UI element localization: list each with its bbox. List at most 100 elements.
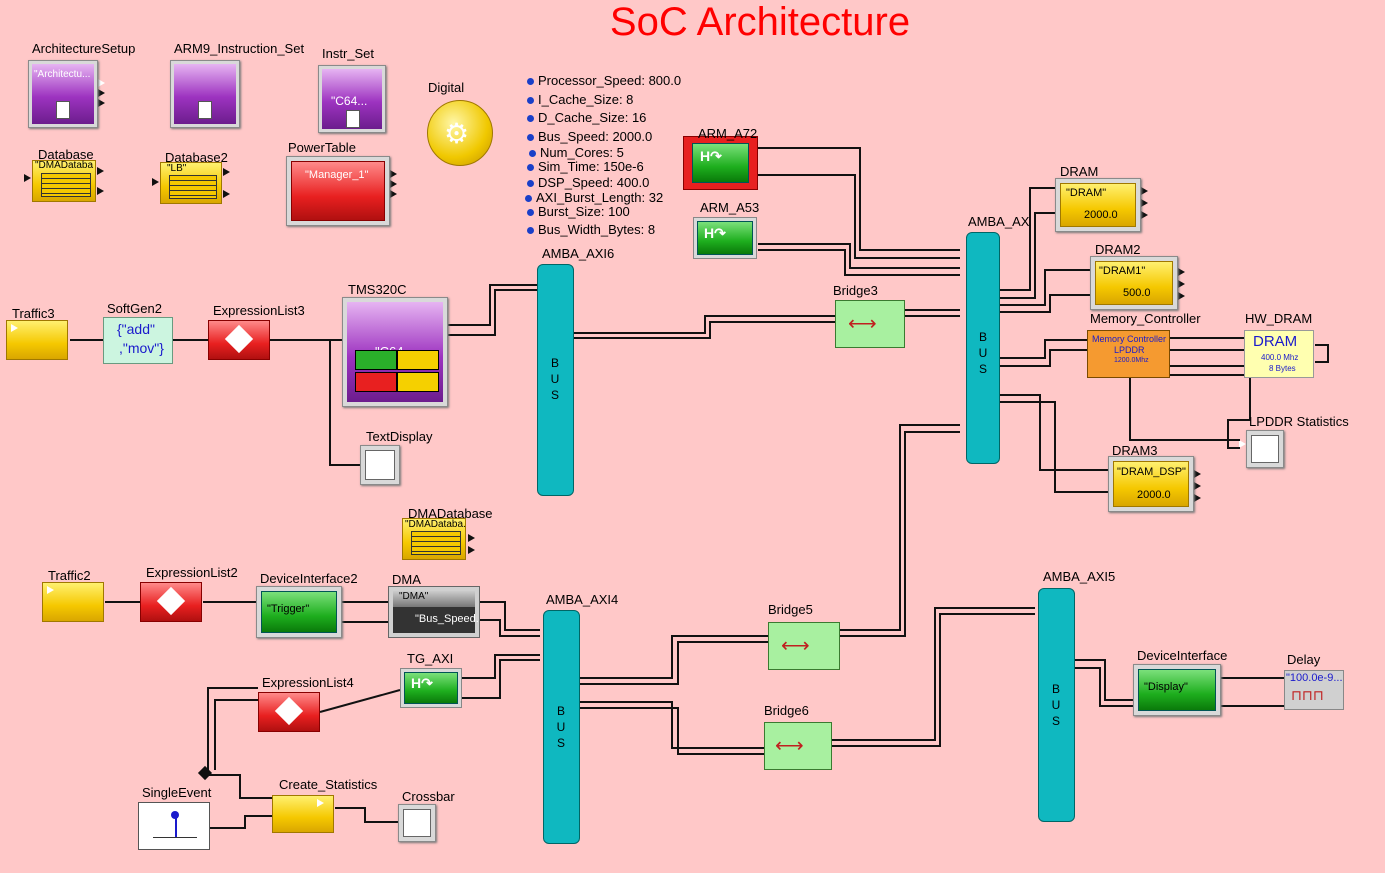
dram3-block[interactable]: "DRAM_DSP" 2000.0 bbox=[1108, 456, 1194, 512]
output-port-icon[interactable] bbox=[98, 99, 105, 107]
bidirectional-arrow-icon: ⟷ bbox=[781, 635, 810, 657]
tms320c-block[interactable]: "C64... bbox=[342, 297, 448, 407]
hw-arrow-icon: H↷ bbox=[700, 148, 722, 164]
lpddr-statistics-block[interactable] bbox=[1246, 430, 1284, 468]
input-port-icon[interactable] bbox=[1239, 440, 1246, 448]
database2-value: "LB" bbox=[167, 163, 187, 174]
traffic2-block[interactable] bbox=[42, 582, 104, 622]
deviceinterface-block[interactable]: "Display" bbox=[1133, 664, 1221, 716]
param-dot-icon bbox=[527, 227, 534, 235]
power-table-label: PowerTable bbox=[288, 140, 356, 155]
parameter-item[interactable]: Bus_Speed: 2000.0 bbox=[527, 129, 652, 144]
amba-axi4-bus[interactable]: BUS bbox=[543, 610, 580, 844]
softgen2-block[interactable]: {"add" ,"mov"} bbox=[103, 317, 173, 364]
parameter-item[interactable]: Num_Cores: 5 bbox=[529, 145, 624, 160]
database2-block[interactable]: "LB" bbox=[160, 162, 222, 204]
amba-axi5-bus[interactable]: BUS bbox=[1038, 588, 1075, 822]
singleevent-block[interactable] bbox=[138, 802, 210, 850]
power-table-value: "Manager_1" bbox=[305, 169, 369, 181]
param-dot-icon bbox=[529, 150, 536, 158]
output-port-icon[interactable] bbox=[1141, 211, 1148, 219]
output-port-icon[interactable] bbox=[24, 174, 31, 182]
output-port-icon[interactable] bbox=[152, 178, 159, 186]
crossbar-block[interactable] bbox=[398, 804, 436, 842]
bridge6-block[interactable]: ⟷ bbox=[764, 722, 832, 770]
output-port-icon[interactable] bbox=[1178, 280, 1185, 288]
output-port-icon[interactable] bbox=[1194, 494, 1201, 502]
dram-block[interactable]: "DRAM" 2000.0 bbox=[1055, 178, 1141, 232]
output-port-icon[interactable] bbox=[390, 190, 397, 198]
parameter-item[interactable]: Bus_Width_Bytes: 8 bbox=[527, 222, 655, 237]
output-port-icon[interactable] bbox=[1141, 187, 1148, 195]
instr-set-block[interactable]: "C64... bbox=[318, 65, 386, 133]
output-port-icon[interactable] bbox=[223, 190, 230, 198]
bridge3-block[interactable]: ⟷ bbox=[835, 300, 905, 348]
diamond-icon bbox=[224, 324, 254, 354]
parameter-item[interactable]: Burst_Size: 100 bbox=[527, 204, 630, 219]
parameter-item[interactable]: AXI_Burst_Length: 32 bbox=[525, 190, 663, 205]
play-icon bbox=[47, 586, 54, 594]
expressionlist2-block[interactable] bbox=[140, 582, 202, 622]
parameter-item[interactable]: D_Cache_Size: 16 bbox=[527, 110, 646, 125]
memory-controller-line3: 1200.0Mhz bbox=[1114, 357, 1149, 364]
yellow-panel bbox=[1095, 261, 1173, 305]
expressionlist4-block[interactable] bbox=[258, 692, 320, 732]
hw-arrow-icon: H↷ bbox=[411, 675, 433, 691]
bridge5-label: Bridge5 bbox=[768, 602, 813, 617]
output-port-icon[interactable] bbox=[98, 79, 105, 87]
hw-dram-block[interactable]: DRAM 400.0 Mhz 8 Bytes bbox=[1244, 330, 1314, 378]
expressionlist3-block[interactable] bbox=[208, 320, 270, 360]
deviceinterface2-block[interactable]: "Trigger" bbox=[256, 586, 342, 638]
expressionlist4-label: ExpressionList4 bbox=[262, 675, 354, 690]
hw-arrow-icon: H↷ bbox=[704, 225, 726, 241]
dram2-value: "DRAM1" bbox=[1099, 265, 1146, 277]
amba-axi5-label: AMBA_AXI5 bbox=[1043, 569, 1116, 584]
output-port-icon[interactable] bbox=[1194, 482, 1201, 490]
output-port-icon[interactable] bbox=[468, 534, 475, 542]
output-port-icon[interactable] bbox=[98, 89, 105, 97]
delay-block[interactable]: "100.0e-9... ⊓⊓⊓ bbox=[1284, 670, 1344, 710]
parameter-item[interactable]: DSP_Speed: 400.0 bbox=[527, 175, 649, 190]
parameter-item[interactable]: I_Cache_Size: 8 bbox=[527, 92, 633, 107]
arm-a72-block[interactable]: H↷ bbox=[683, 136, 758, 190]
power-table-block[interactable]: "Manager_1" bbox=[286, 156, 390, 226]
bridge6-label: Bridge6 bbox=[764, 703, 809, 718]
bus-letters: BUS bbox=[978, 330, 988, 376]
amba-ax-bus[interactable]: BUS bbox=[966, 232, 1000, 464]
output-port-icon[interactable] bbox=[468, 546, 475, 554]
create-statistics-block[interactable] bbox=[272, 795, 334, 833]
architecture-setup-block[interactable]: "Architectu... bbox=[28, 60, 98, 128]
textdisplay-block[interactable] bbox=[360, 445, 400, 485]
bridge5-block[interactable]: ⟷ bbox=[768, 622, 840, 670]
output-port-icon[interactable] bbox=[1141, 199, 1148, 207]
memory-controller-block[interactable]: Memory Controller LPDDR 1200.0Mhz bbox=[1087, 330, 1170, 378]
event-baseline bbox=[153, 837, 197, 838]
dmadatabase-block[interactable]: "DMADataba. bbox=[402, 518, 466, 560]
digital-block[interactable]: ⚙ bbox=[427, 100, 493, 166]
output-port-icon[interactable] bbox=[223, 168, 230, 176]
output-port-icon[interactable] bbox=[1194, 470, 1201, 478]
dma-line2: "Bus_Speed. bbox=[415, 613, 479, 625]
parameter-item[interactable]: Processor_Speed: 800.0 bbox=[527, 73, 681, 88]
display-screen bbox=[365, 450, 395, 480]
dma-block[interactable]: "DMA" "Bus_Speed. bbox=[388, 586, 480, 638]
output-port-icon[interactable] bbox=[1178, 268, 1185, 276]
output-port-icon[interactable] bbox=[97, 167, 104, 175]
output-port-icon[interactable] bbox=[1178, 292, 1185, 300]
traffic3-block[interactable] bbox=[6, 320, 68, 360]
amba-axi6-bus[interactable]: BUS bbox=[537, 264, 574, 496]
dma-body bbox=[393, 607, 475, 633]
output-port-icon[interactable] bbox=[390, 180, 397, 188]
output-port-icon[interactable] bbox=[390, 170, 397, 178]
database-block[interactable]: "DMADataba bbox=[32, 160, 96, 202]
database-table-icon bbox=[41, 173, 91, 197]
dram2-block[interactable]: "DRAM1" 500.0 bbox=[1090, 256, 1178, 310]
arm9-instruction-set-block[interactable] bbox=[170, 60, 240, 128]
create-statistics-label: Create_Statistics bbox=[279, 777, 378, 792]
yellow-panel bbox=[1113, 461, 1189, 507]
output-port-icon[interactable] bbox=[97, 187, 104, 195]
tg-axi-block[interactable]: H↷ bbox=[400, 668, 462, 708]
arm-a53-block[interactable]: H↷ bbox=[693, 217, 757, 259]
parameter-item[interactable]: Sim_Time: 150e-6 bbox=[527, 159, 644, 174]
